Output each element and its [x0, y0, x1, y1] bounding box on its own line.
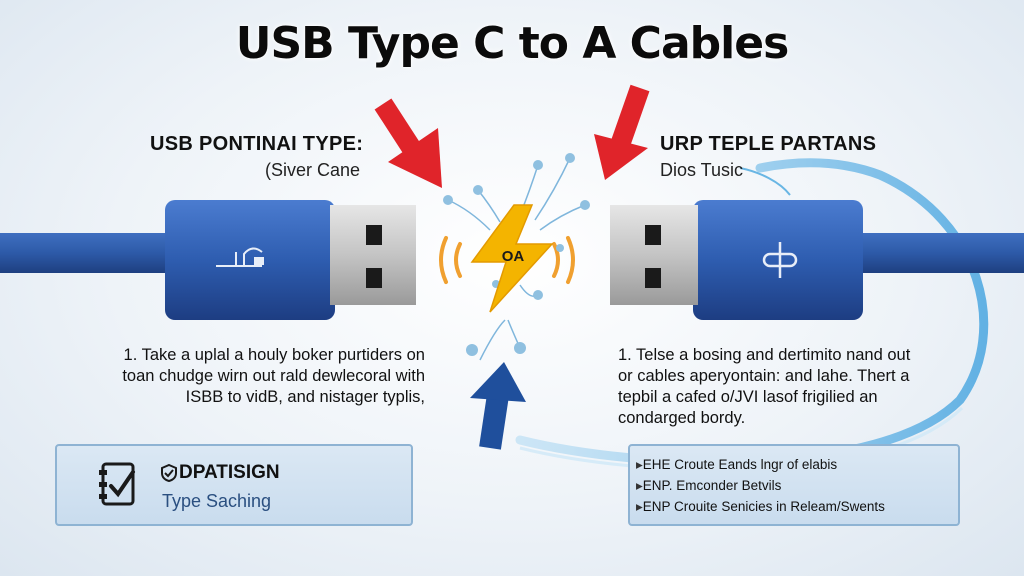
shield-icon	[161, 464, 177, 482]
usb-symbol-icon	[216, 247, 264, 267]
left-description-line: toan chudge wirn out rald dewlecoral wit…	[122, 367, 425, 385]
left-description-line: ISBB to vidB, and nistager typlis,	[185, 388, 425, 406]
info-box-left: DPATISIGN Type Saching	[55, 444, 413, 526]
signal-waves-icon	[439, 236, 575, 284]
blue-arrow-up-icon	[470, 362, 526, 450]
info-box-left-subtitle: Type Saching	[162, 491, 272, 511]
list-item: ENP Crouite Senicies in Releam/Swents	[636, 496, 885, 517]
info-box-left-title: DPATISIGN	[179, 462, 280, 483]
checklist-icon	[99, 462, 135, 506]
right-panel-title: URP TEPLE PARTANS	[660, 133, 877, 155]
right-panel-subtitle: Dios Tusic	[660, 160, 744, 180]
usb-symbol-icon	[762, 242, 798, 278]
left-usb-connector	[0, 200, 416, 320]
right-description-line: or cables aperyontain: and lahe. Thert a	[618, 367, 910, 385]
right-description: 1. Telse a bosing and dertimito nand out…	[618, 345, 958, 429]
left-panel-subtitle: (Siver Cane	[265, 160, 361, 180]
list-item: ENP. Emconder Betvils	[636, 475, 885, 496]
info-box-right-list: EHE Croute Eands lngr of elabis ENP. Emc…	[636, 454, 885, 517]
lightning-bolt-icon	[470, 204, 554, 313]
left-panel-title: USB PONTINAI TYPE:	[150, 133, 364, 155]
right-description-line: 1. Telse a bosing and dertimito nand out	[618, 346, 911, 364]
red-arrow-right-icon	[594, 84, 650, 180]
right-description-line: tepbil a cafed o/JVI lasof frigilied an	[618, 388, 878, 406]
page-title: USB Type C to A Cables	[235, 18, 790, 69]
red-arrow-left-icon	[374, 98, 442, 188]
list-item: EHE Croute Eands lngr of elabis	[636, 454, 885, 475]
center-badge: OA	[501, 248, 525, 265]
right-usb-connector	[610, 200, 1024, 320]
left-description: 1. Take a uplal a houly boker purtiders …	[80, 345, 425, 408]
left-description-line: 1. Take a uplal a houly boker purtiders …	[123, 346, 425, 364]
right-description-line: condarged bordy.	[618, 409, 746, 427]
info-box-right: EHE Croute Eands lngr of elabis ENP. Emc…	[628, 444, 960, 526]
